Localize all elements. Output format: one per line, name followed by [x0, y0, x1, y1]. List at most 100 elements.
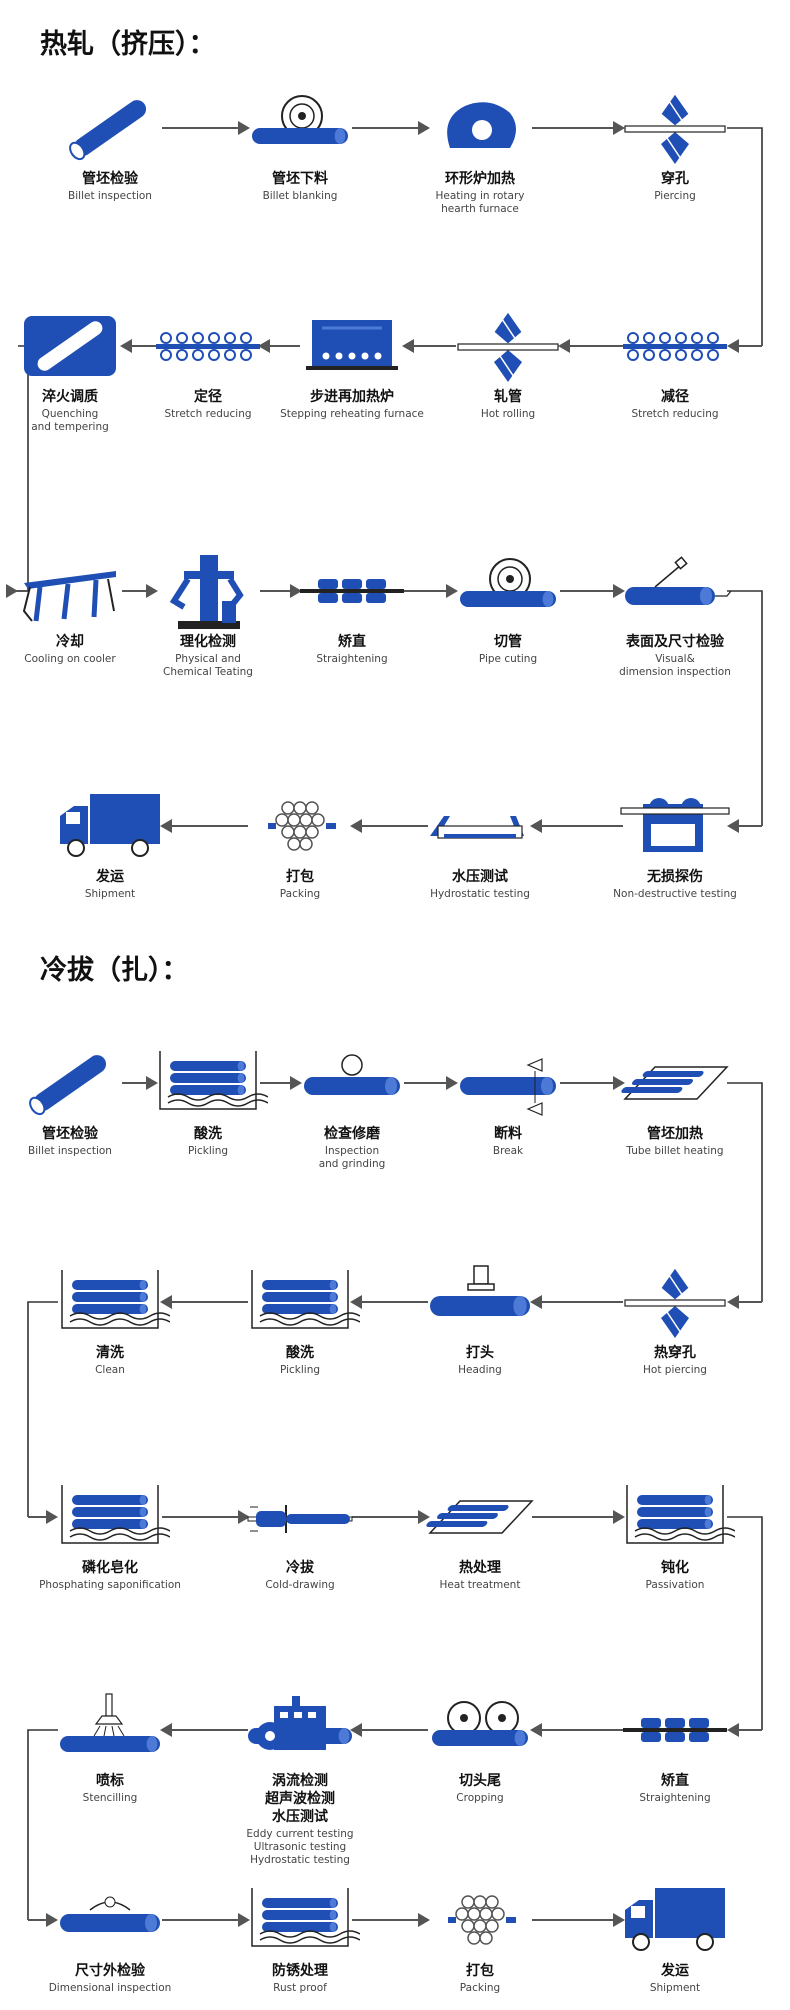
reducing-rolls-icon: [600, 306, 750, 386]
step-label-en: Cropping: [456, 1792, 504, 1804]
step-label-en: Packing: [459, 1982, 501, 1994]
saw-blade-icon: [433, 551, 583, 631]
step-label-zh: 尺寸外检验: [75, 1963, 145, 1979]
billet-icon: [35, 88, 185, 168]
step-label-zh: 切管: [494, 634, 522, 650]
heating-furnace-icon: [405, 1477, 555, 1557]
step-label-zh: 管坯下料: [272, 171, 328, 187]
step-label-en: Stepping reheating furnace: [280, 408, 424, 420]
step-label-zh: 钝化: [661, 1560, 689, 1576]
pipe-bundle-icon: [405, 1880, 555, 1960]
saw-blade-icon: [225, 88, 375, 168]
cold-drawing-title: 冷拔（扎）：: [40, 955, 189, 986]
step-label-en: Pickling: [187, 1145, 229, 1157]
step-label-zh: 管坯检验: [42, 1126, 98, 1142]
step-label-zh: 磷化皂化: [82, 1560, 138, 1576]
step-label-en: Inspection and grinding: [318, 1145, 386, 1170]
step-label-en: Packing: [279, 888, 321, 900]
step-label-zh: 打包: [286, 869, 314, 885]
step-label-zh: 清洗: [96, 1345, 124, 1361]
step-label-en: Cooling on cooler: [24, 653, 116, 665]
pickling-tank-icon: [35, 1477, 185, 1557]
billet-icon: [0, 1043, 145, 1123]
truck-icon: [35, 786, 185, 866]
step-label-en: Cold-drawing: [265, 1579, 335, 1591]
step-label-en: Pipe cuting: [478, 653, 538, 665]
step-label-en: Shipment: [649, 1982, 701, 1994]
step-label-en: Stretch reducing: [164, 408, 252, 420]
heading-press-icon: [405, 1262, 555, 1342]
step-label-zh: 轧管: [494, 389, 522, 405]
stencil-spray-icon: [35, 1690, 185, 1770]
step-label-zh: 理化检测: [180, 634, 236, 650]
step-label-zh: 水压测试: [452, 869, 508, 885]
step-label-en: Quenching and tempering: [31, 408, 109, 433]
cold-step-15: 切头尾 Cropping: [405, 1690, 555, 1805]
truck-icon: [600, 1880, 750, 1960]
piercing-rolls-icon: [600, 1262, 750, 1342]
hot-step-6: 轧管 Hot rolling: [433, 306, 583, 421]
step-label-zh: 热处理: [459, 1560, 501, 1576]
pipe-bundle-icon: [225, 786, 375, 866]
step-label-en: Hot rolling: [480, 408, 536, 420]
step-label-en: Heading: [458, 1364, 502, 1376]
step-label-zh: 定径: [194, 389, 222, 405]
step-label-zh: 打头: [466, 1345, 494, 1361]
step-label-zh: 管坯加热: [647, 1126, 703, 1142]
step-label-zh: 表面及尺寸检验: [626, 634, 724, 650]
step-label-zh: 发运: [96, 869, 124, 885]
cold-step-3: 检查修磨 Inspection and grinding: [277, 1043, 427, 1171]
step-label-zh: 矫直: [338, 634, 366, 650]
straightener-icon: [277, 551, 427, 631]
hot-step-12: 矫直 Straightening: [277, 551, 427, 666]
step-label-zh: 断料: [494, 1126, 522, 1142]
step-label-en: Eddy current testing Ultrasonic testing …: [246, 1828, 354, 1866]
step-label-en: Straightening: [316, 653, 388, 665]
step-label-en: Piercing: [654, 190, 696, 202]
step-label-en: Billet blanking: [262, 190, 338, 202]
step-label-zh: 发运: [661, 1963, 689, 1979]
testing-machine-icon: [133, 551, 283, 631]
reheating-furnace-icon: [277, 306, 427, 386]
cooler-icon: [0, 551, 145, 631]
step-label-en: Heat treatment: [439, 1579, 521, 1591]
step-label-en: Tube billet heating: [626, 1145, 724, 1157]
hot-step-16: 水压测试 Hydrostatic testing: [405, 786, 555, 901]
step-label-en: Hydrostatic testing: [430, 888, 530, 900]
step-label-en: Stretch reducing: [631, 408, 719, 420]
pickling-tank-icon: [225, 1262, 375, 1342]
hot-rolling-title: 热轧（挤压）：: [40, 29, 216, 60]
hydro-bed-icon: [405, 786, 555, 866]
step-label-en: Passivation: [645, 1579, 705, 1591]
pickling-tank-icon: [35, 1262, 185, 1342]
cold-step-21: 发运 Shipment: [600, 1880, 750, 1995]
step-label-en: Non-destructive testing: [613, 888, 737, 900]
step-label-zh: 检查修磨: [324, 1126, 380, 1142]
piercing-rolls-icon: [433, 306, 583, 386]
pickling-tank-icon: [600, 1477, 750, 1557]
quench-tank-icon: [0, 306, 145, 386]
step-label-zh: 酸洗: [286, 1345, 314, 1361]
rotary-furnace-icon: [405, 88, 555, 168]
pickling-tank-icon: [225, 1880, 375, 1960]
hot-step-2: 管坯下料 Billet blanking: [225, 88, 375, 203]
cold-step-7: 打头 Heading: [405, 1262, 555, 1377]
heating-furnace-icon: [600, 1043, 750, 1123]
step-label-zh: 切头尾: [459, 1773, 501, 1789]
straightener-icon: [600, 1690, 750, 1770]
step-label-en: Heating in rotary hearth furnace: [435, 190, 525, 215]
step-label-zh: 矫直: [661, 1773, 689, 1789]
step-label-en: Dimensional inspection: [48, 1982, 172, 1994]
piercing-rolls-icon: [600, 88, 750, 168]
